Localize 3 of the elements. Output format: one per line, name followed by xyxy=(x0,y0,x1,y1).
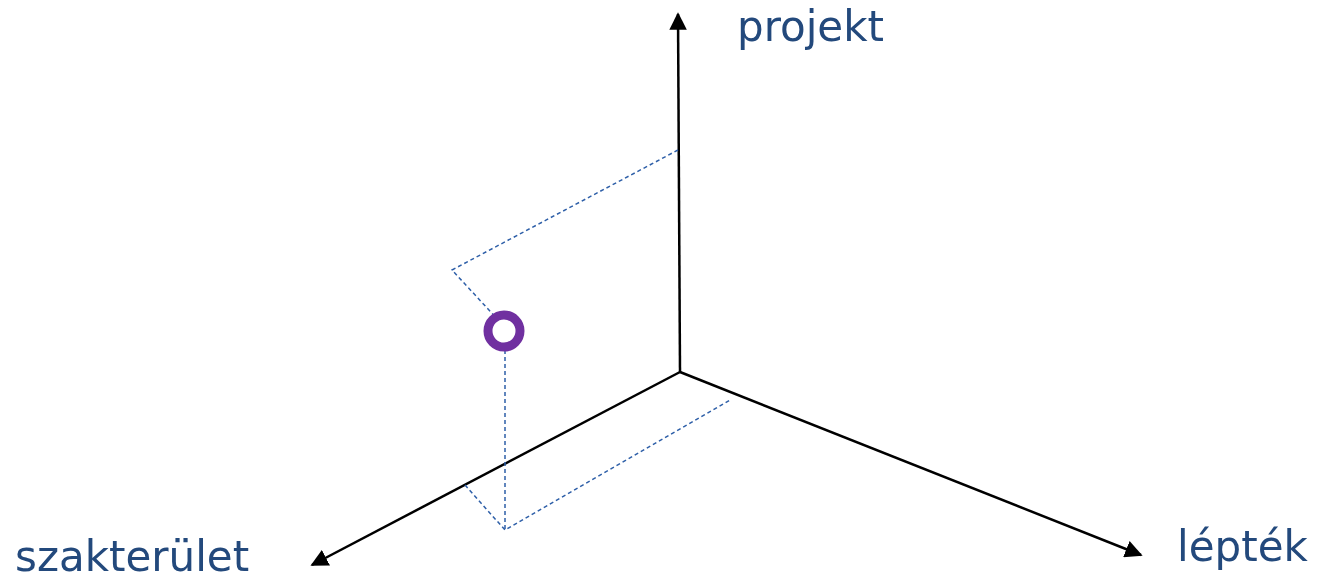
axis-label: szakterület xyxy=(15,534,250,581)
axis-label: projekt xyxy=(737,4,884,51)
axis-label: lépték xyxy=(1177,524,1308,571)
